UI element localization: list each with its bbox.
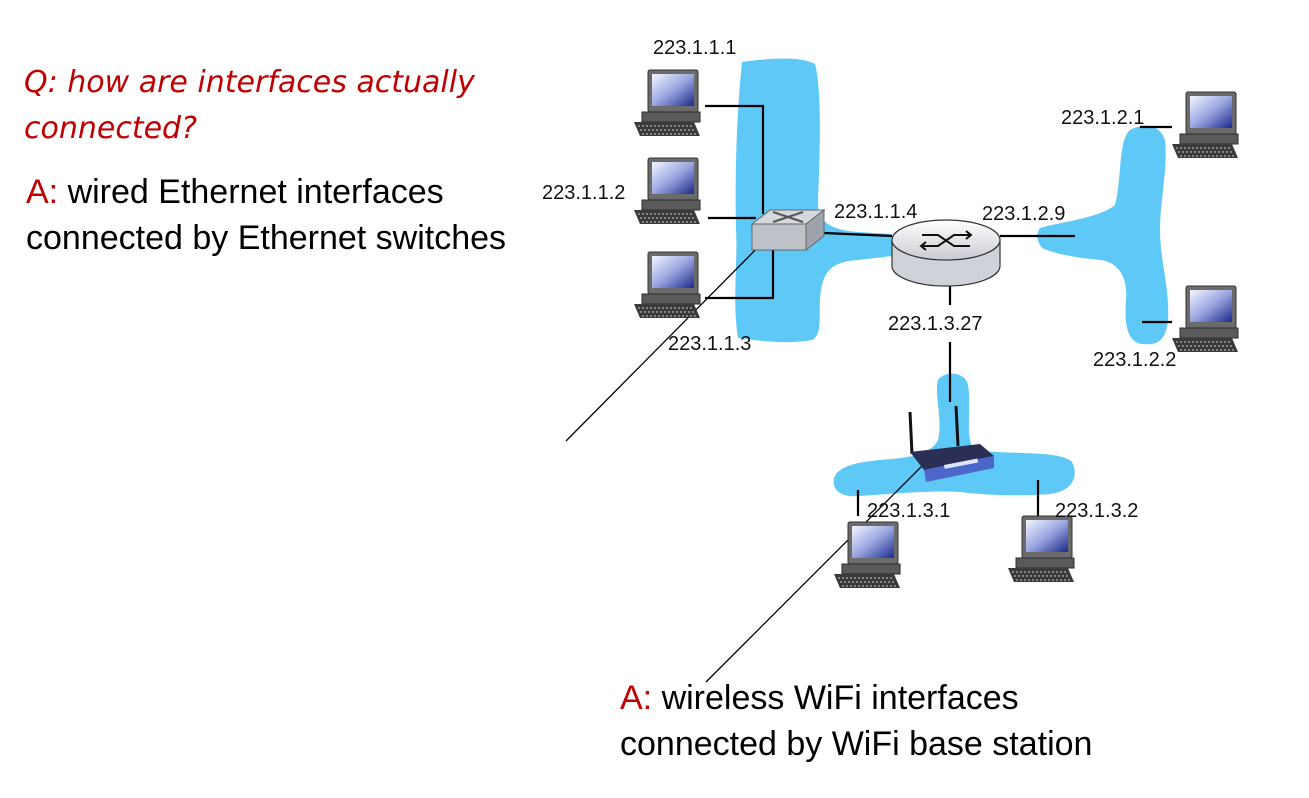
host-223-1-1-2-computer-icon [633,157,701,225]
ip-label-host-3-1: 223.1.3.1 [867,500,950,522]
answer-wifi-line-2: connected by WiFi base station [620,725,1093,763]
callout-line-base-station [705,461,927,683]
callout-line-switch [565,219,786,442]
ip-label-host-1-3: 223.1.1.3 [668,333,751,355]
ip-label-router-if-1: 223.1.1.4 [834,201,917,223]
link-host-1-3 [705,248,775,300]
ip-label-host-3-2: 223.1.3.2 [1055,500,1138,522]
answer-wired-label: A: [26,173,59,211]
ethernet-switch-icon [750,208,826,252]
host-223-1-1-3-computer-icon [633,251,701,319]
ip-label-host-1-1: 223.1.1.1 [653,37,736,59]
host-223-1-2-1-computer-icon [1171,91,1239,159]
question-text: Q: how are interfaces actually connected… [24,60,475,152]
host-223-1-3-2-computer-icon [1007,515,1075,583]
host-223-1-1-1-computer-icon [633,69,701,137]
ip-label-host-2-2: 223.1.2.2 [1093,349,1176,371]
subnet-blobs [735,58,1169,497]
answer-wifi-line-1: wireless WiFi interfaces [652,679,1019,717]
answer-wifi: A: wireless WiFi interfaces connected by… [620,675,1092,767]
wifi-base-station-icon [908,405,994,482]
question-line-2: connected? [24,111,198,146]
question-line-1: Q: how are interfaces actually [24,65,475,100]
ip-label-host-1-2: 223.1.1.2 [542,182,625,204]
subnet-2-blob [1037,125,1169,345]
host-223-1-3-1-computer-icon [833,521,901,589]
host-223-1-2-2-computer-icon [1171,285,1239,353]
ip-label-router-if-2: 223.1.2.9 [982,203,1065,225]
answer-wired: A: wired Ethernet interfaces connected b… [26,169,506,261]
ip-label-host-2-1: 223.1.2.1 [1061,107,1144,129]
answer-wifi-label: A: [620,679,653,717]
ip-label-router-if-3: 223.1.3.27 [888,313,983,335]
answer-wired-line-2: connected by Ethernet switches [26,219,507,257]
subnet-3-blob [833,373,1075,497]
router-icon [891,219,1001,287]
link-switch-router [823,231,893,238]
links [705,104,1172,516]
answer-wired-line-1: wired Ethernet interfaces [58,173,444,211]
callout-lines [565,219,927,683]
subnet-1-blob [735,58,892,343]
link-host-1-1 [705,104,765,214]
